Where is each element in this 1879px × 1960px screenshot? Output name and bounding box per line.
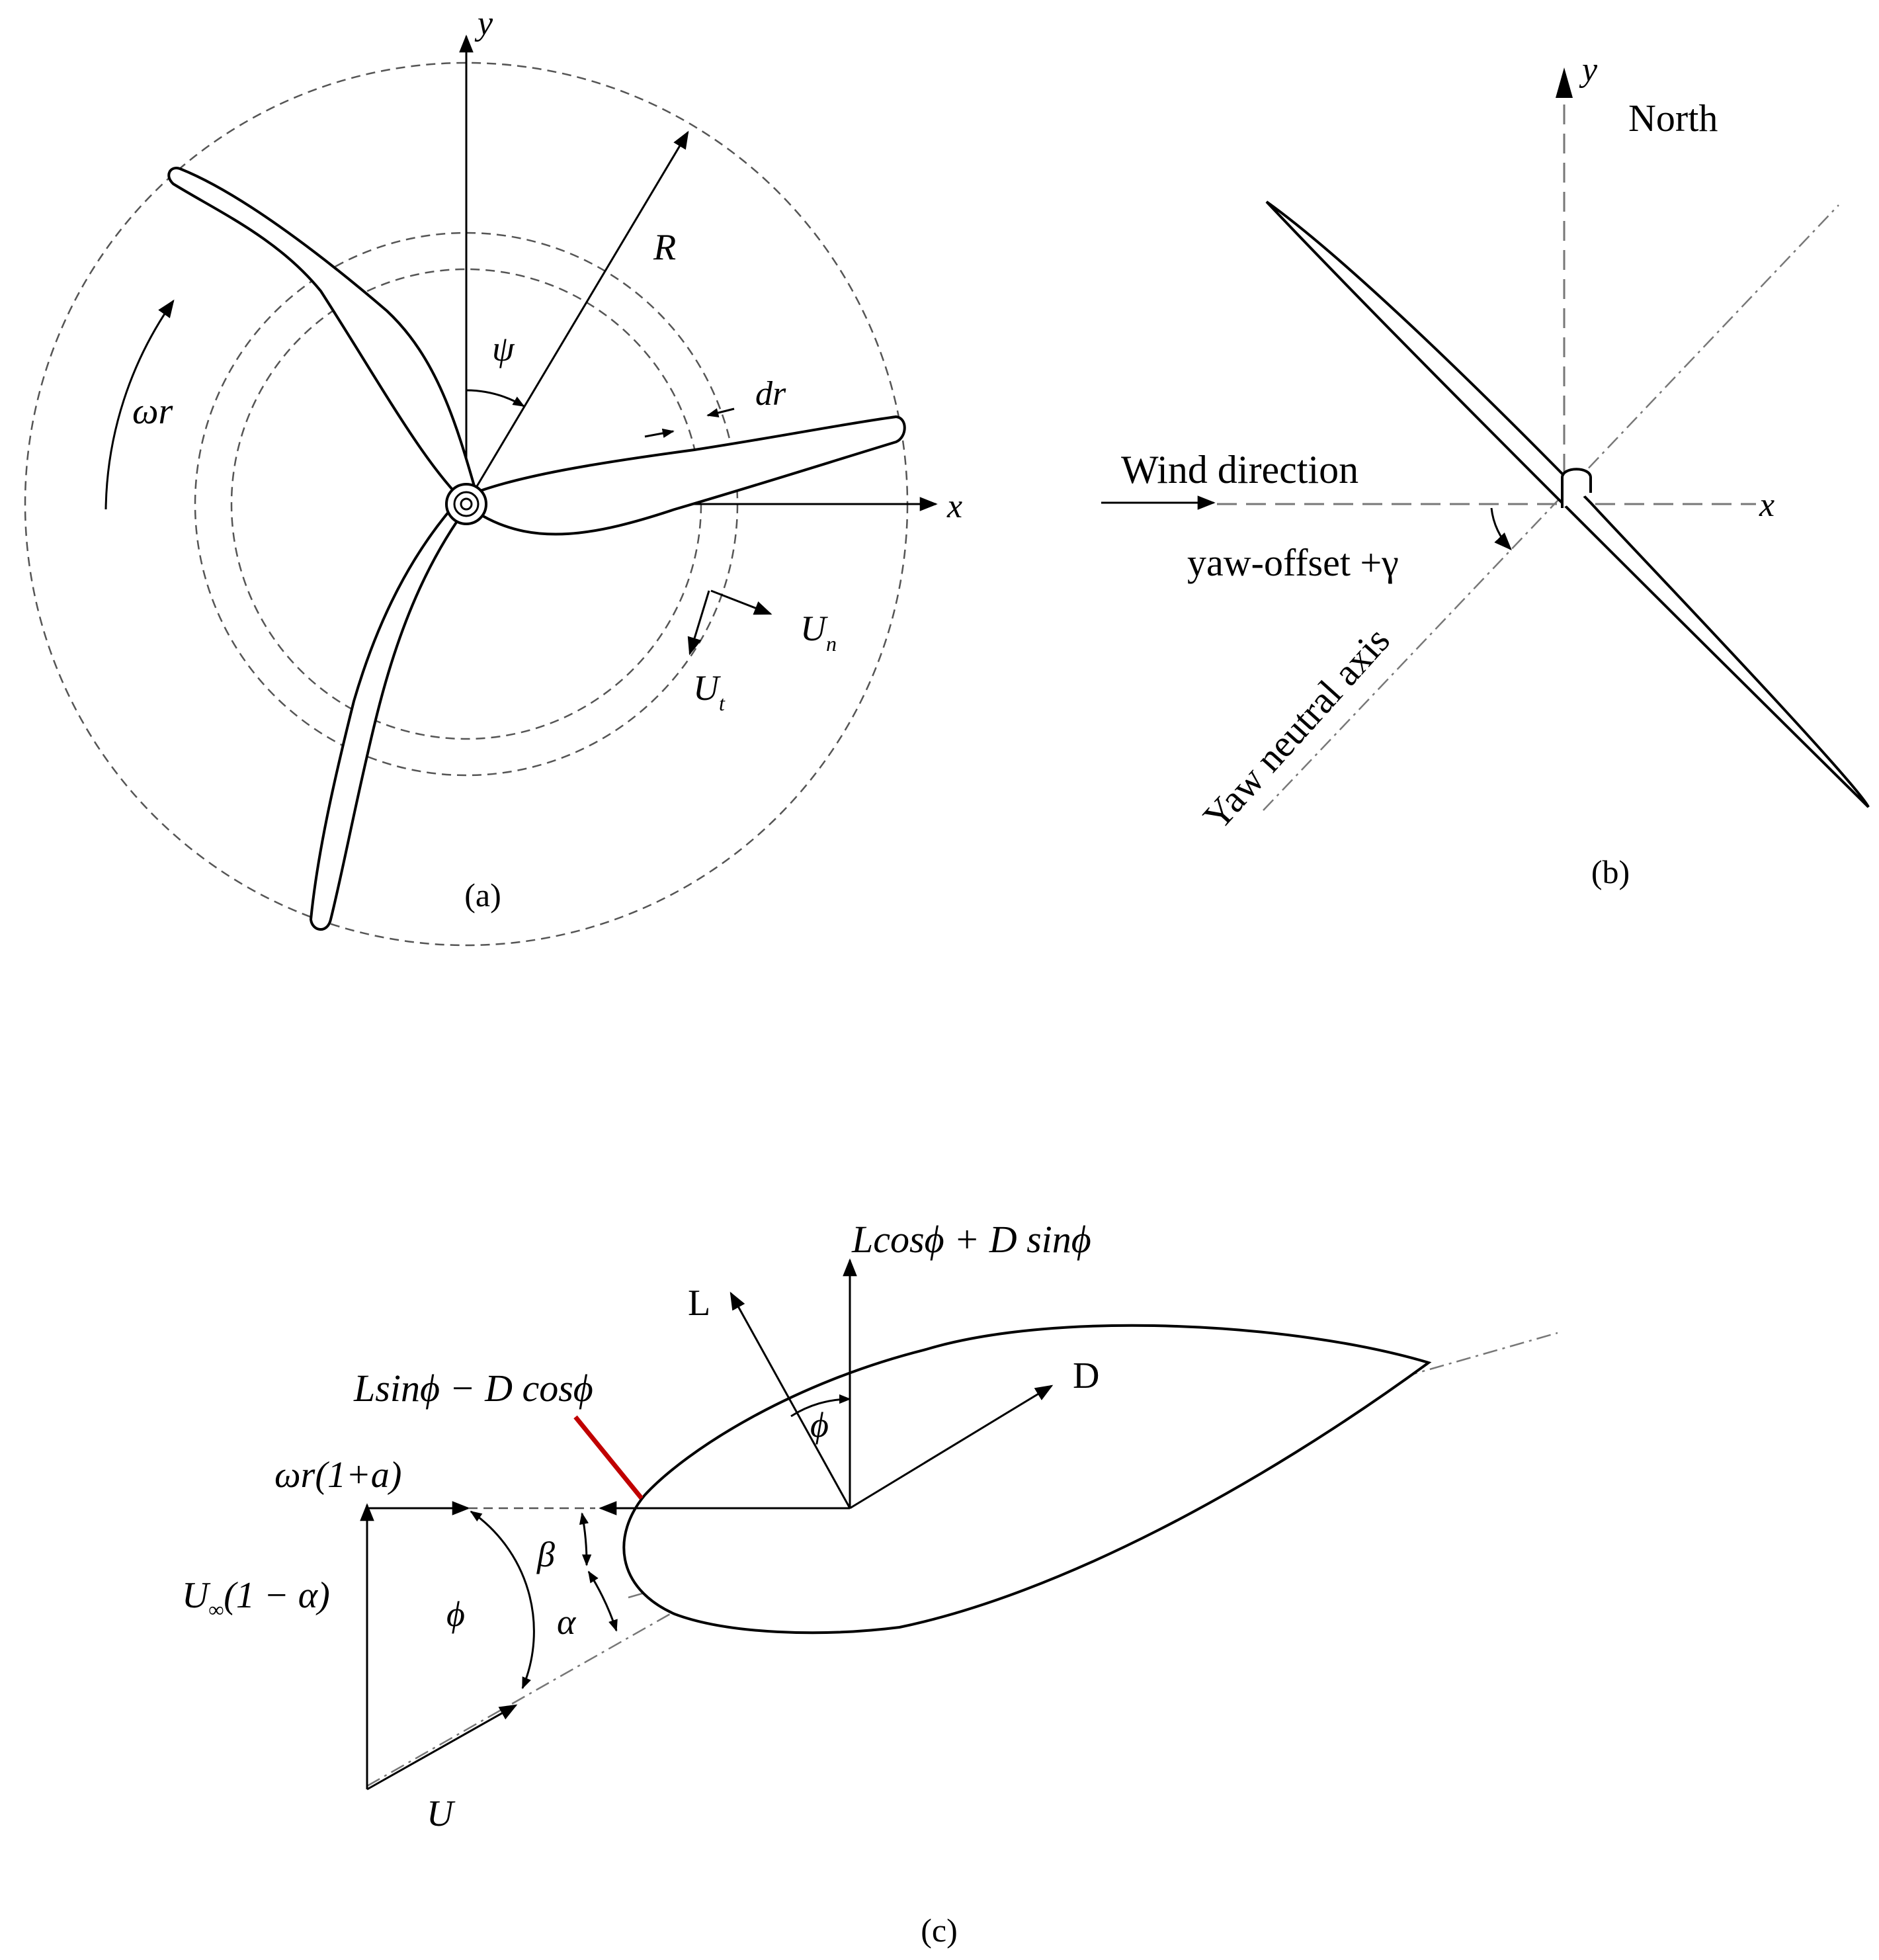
azimuth-angle-arc [466, 389, 525, 407]
tangential-force-label: Lsinϕ − D cosϕ [353, 1367, 593, 1410]
azimuth-label: ψ [492, 329, 515, 368]
yaw-angle-arc [1490, 507, 1512, 550]
airfoil-section [622, 1324, 1432, 1635]
panel-b-y-label: y [1579, 51, 1598, 89]
panel-b-x-label: x [1759, 486, 1775, 524]
attack-angle-arc [587, 1570, 618, 1632]
rotor-blade-right [468, 415, 906, 536]
panel-a-x-label: x [946, 488, 962, 525]
attack-angle-label: α [557, 1602, 577, 1642]
rotation-arrow [104, 299, 175, 510]
relative-wind-line [366, 1507, 857, 1787]
axial-velocity-label: U∞(1 − α) [182, 1575, 330, 1621]
panel-b-caption: (b) [1591, 853, 1630, 890]
drag-arrow [849, 1385, 1054, 1510]
hub-outer [445, 483, 487, 525]
dr-arrow-outer [706, 407, 735, 418]
hub-inner [460, 497, 473, 511]
inflow-angle-arc [470, 1510, 535, 1689]
radius-arrow [465, 130, 689, 505]
nacelle [1561, 468, 1592, 508]
normal-velocity-arrow [710, 589, 772, 615]
yaw-offset-label: yaw-offset +γ [1187, 541, 1399, 584]
tangential-force-indicator [573, 1415, 644, 1500]
normal-velocity-label: Un [800, 609, 837, 656]
panel-a-y-label: y [474, 5, 493, 42]
panel-a-caption: (a) [464, 876, 501, 914]
yaw-neutral-axis-label: Yaw neutral axis [1194, 618, 1398, 837]
inflow-angle-top-label: ϕ [810, 1405, 829, 1445]
rotor-blade-lower [309, 500, 465, 931]
inflow-angle-arc-top [790, 1394, 851, 1418]
lift-label: L [688, 1283, 710, 1324]
hub-middle [453, 491, 480, 517]
rotation-speed-label: ωr [132, 391, 173, 432]
relative-velocity-arrow [366, 1704, 518, 1791]
drag-label: D [1073, 1355, 1099, 1396]
inflow-angle-label: ϕ [446, 1594, 465, 1634]
tangential-velocity-label: Ut [693, 668, 726, 715]
radius-label: R [653, 227, 676, 268]
dr-arrow-inner [644, 428, 675, 439]
lift-arrow [730, 1291, 851, 1509]
north-label: North [1628, 97, 1718, 140]
panel-a-rotor-plane: y x R ψ dr ωr Un Ut (a) [24, 5, 962, 947]
normal-force-label: Lcosϕ + D sinϕ [851, 1218, 1091, 1261]
panel-c-blade-element: Lcosϕ + D sinϕ L D Lsinϕ − D cosϕ ϕ ωr(1… [182, 1218, 1558, 1949]
annulus-width-label: dr [755, 375, 786, 413]
twist-angle-label: β [536, 1535, 555, 1574]
tangential-velocity-arrow [687, 590, 710, 656]
rotational-velocity-label: ωr(1+a) [274, 1455, 401, 1496]
panel-c-caption: (c) [921, 1912, 958, 1949]
relative-velocity-label: U [427, 1793, 456, 1834]
rotor-blade-upper-left [167, 167, 478, 506]
north-arrowhead [1556, 67, 1573, 98]
twist-angle-arc [579, 1512, 592, 1566]
wind-direction-label: Wind direction [1121, 448, 1358, 491]
panel-b-yaw-view: y North x Wind direction yaw-offset +γ Y… [1101, 51, 1870, 890]
yaw-neutral-axis-line [1263, 204, 1839, 811]
